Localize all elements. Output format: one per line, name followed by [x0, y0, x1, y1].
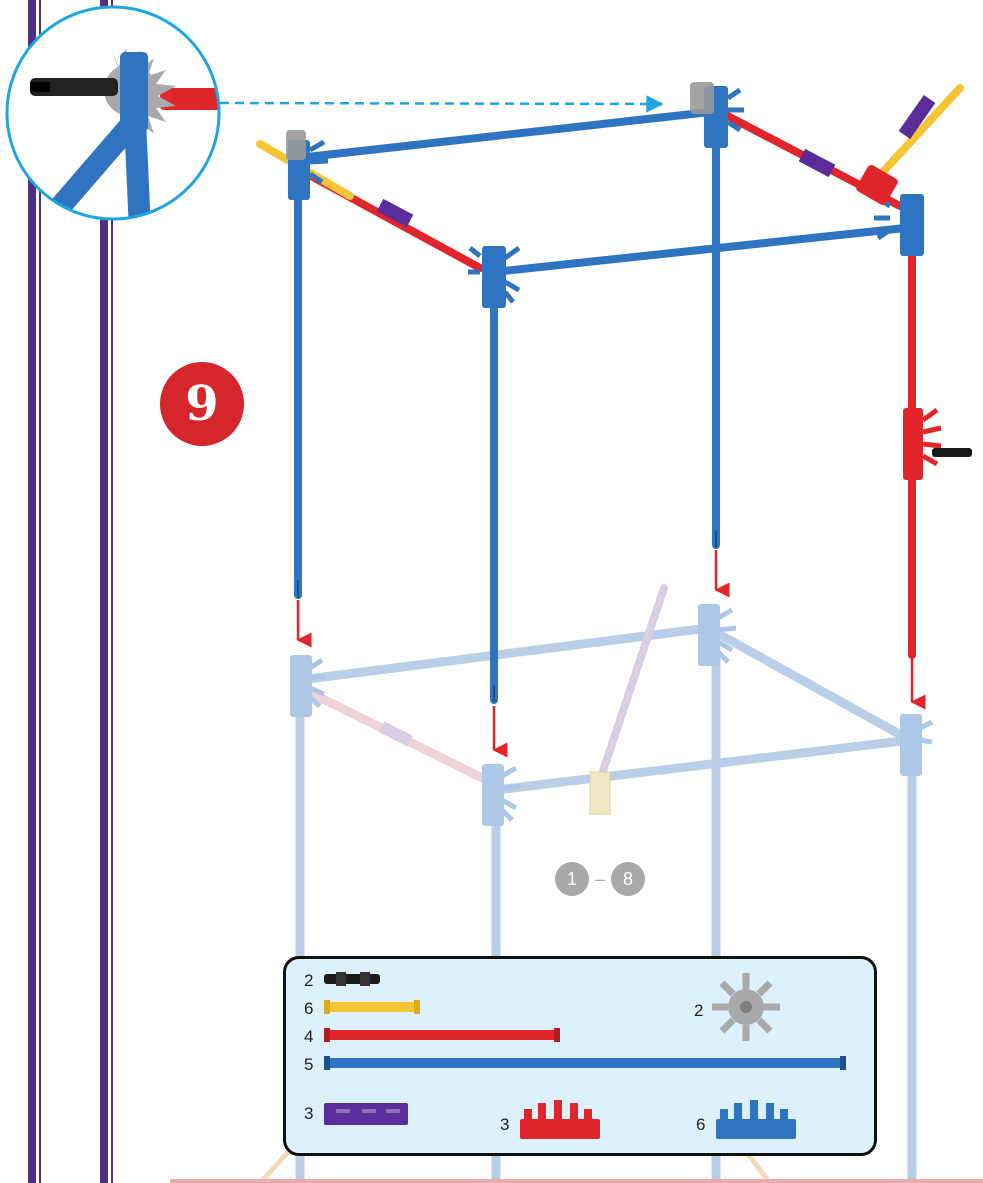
blue-rod-qty: 5 [304, 1055, 314, 1074]
sidebar-stripe-left-thin [39, 0, 41, 1183]
red-half-hub-icon [520, 1100, 600, 1139]
step-number-badge: 9 [160, 362, 244, 446]
blue-half-hub-icon [716, 1100, 796, 1139]
top-frame [256, 82, 972, 704]
sidebar-stripe-left [28, 0, 36, 1183]
prior-step-to: 8 [611, 862, 646, 896]
callout-dashed-arrow-icon [219, 95, 664, 113]
rod-yellow-icon [324, 1000, 420, 1014]
rod-blue-icon [324, 1056, 846, 1070]
prior-steps-separator: – [595, 868, 606, 889]
gray-hub-qty: 2 [694, 1001, 704, 1020]
yellow-rod-qty: 6 [304, 999, 314, 1018]
zoom-callout [5, 5, 221, 221]
rod-red-icon [324, 1028, 560, 1042]
purple-clip-qty: 3 [304, 1104, 314, 1123]
blue-half-hub-qty: 6 [696, 1115, 706, 1134]
down-arrows [296, 550, 926, 758]
gray-hub-icon [712, 973, 780, 1041]
clip-purple-icon [324, 1103, 408, 1125]
red-half-hub-qty: 3 [500, 1115, 510, 1134]
step-number: 9 [185, 376, 219, 432]
sidebar-stripe-right-thin [111, 0, 113, 1183]
red-rod-qty: 4 [304, 1027, 314, 1046]
prior-step-from: 1 [555, 862, 589, 896]
connector-qty: 2 [304, 971, 314, 990]
parts-illustrations [324, 972, 846, 1139]
connector-icon [324, 972, 380, 986]
parts-list-panel: 2 6 4 5 3 2 3 6 [283, 956, 877, 1156]
prior-steps-indicator: 1 – 8 [555, 862, 646, 896]
sidebar-stripe-right [100, 0, 108, 1183]
